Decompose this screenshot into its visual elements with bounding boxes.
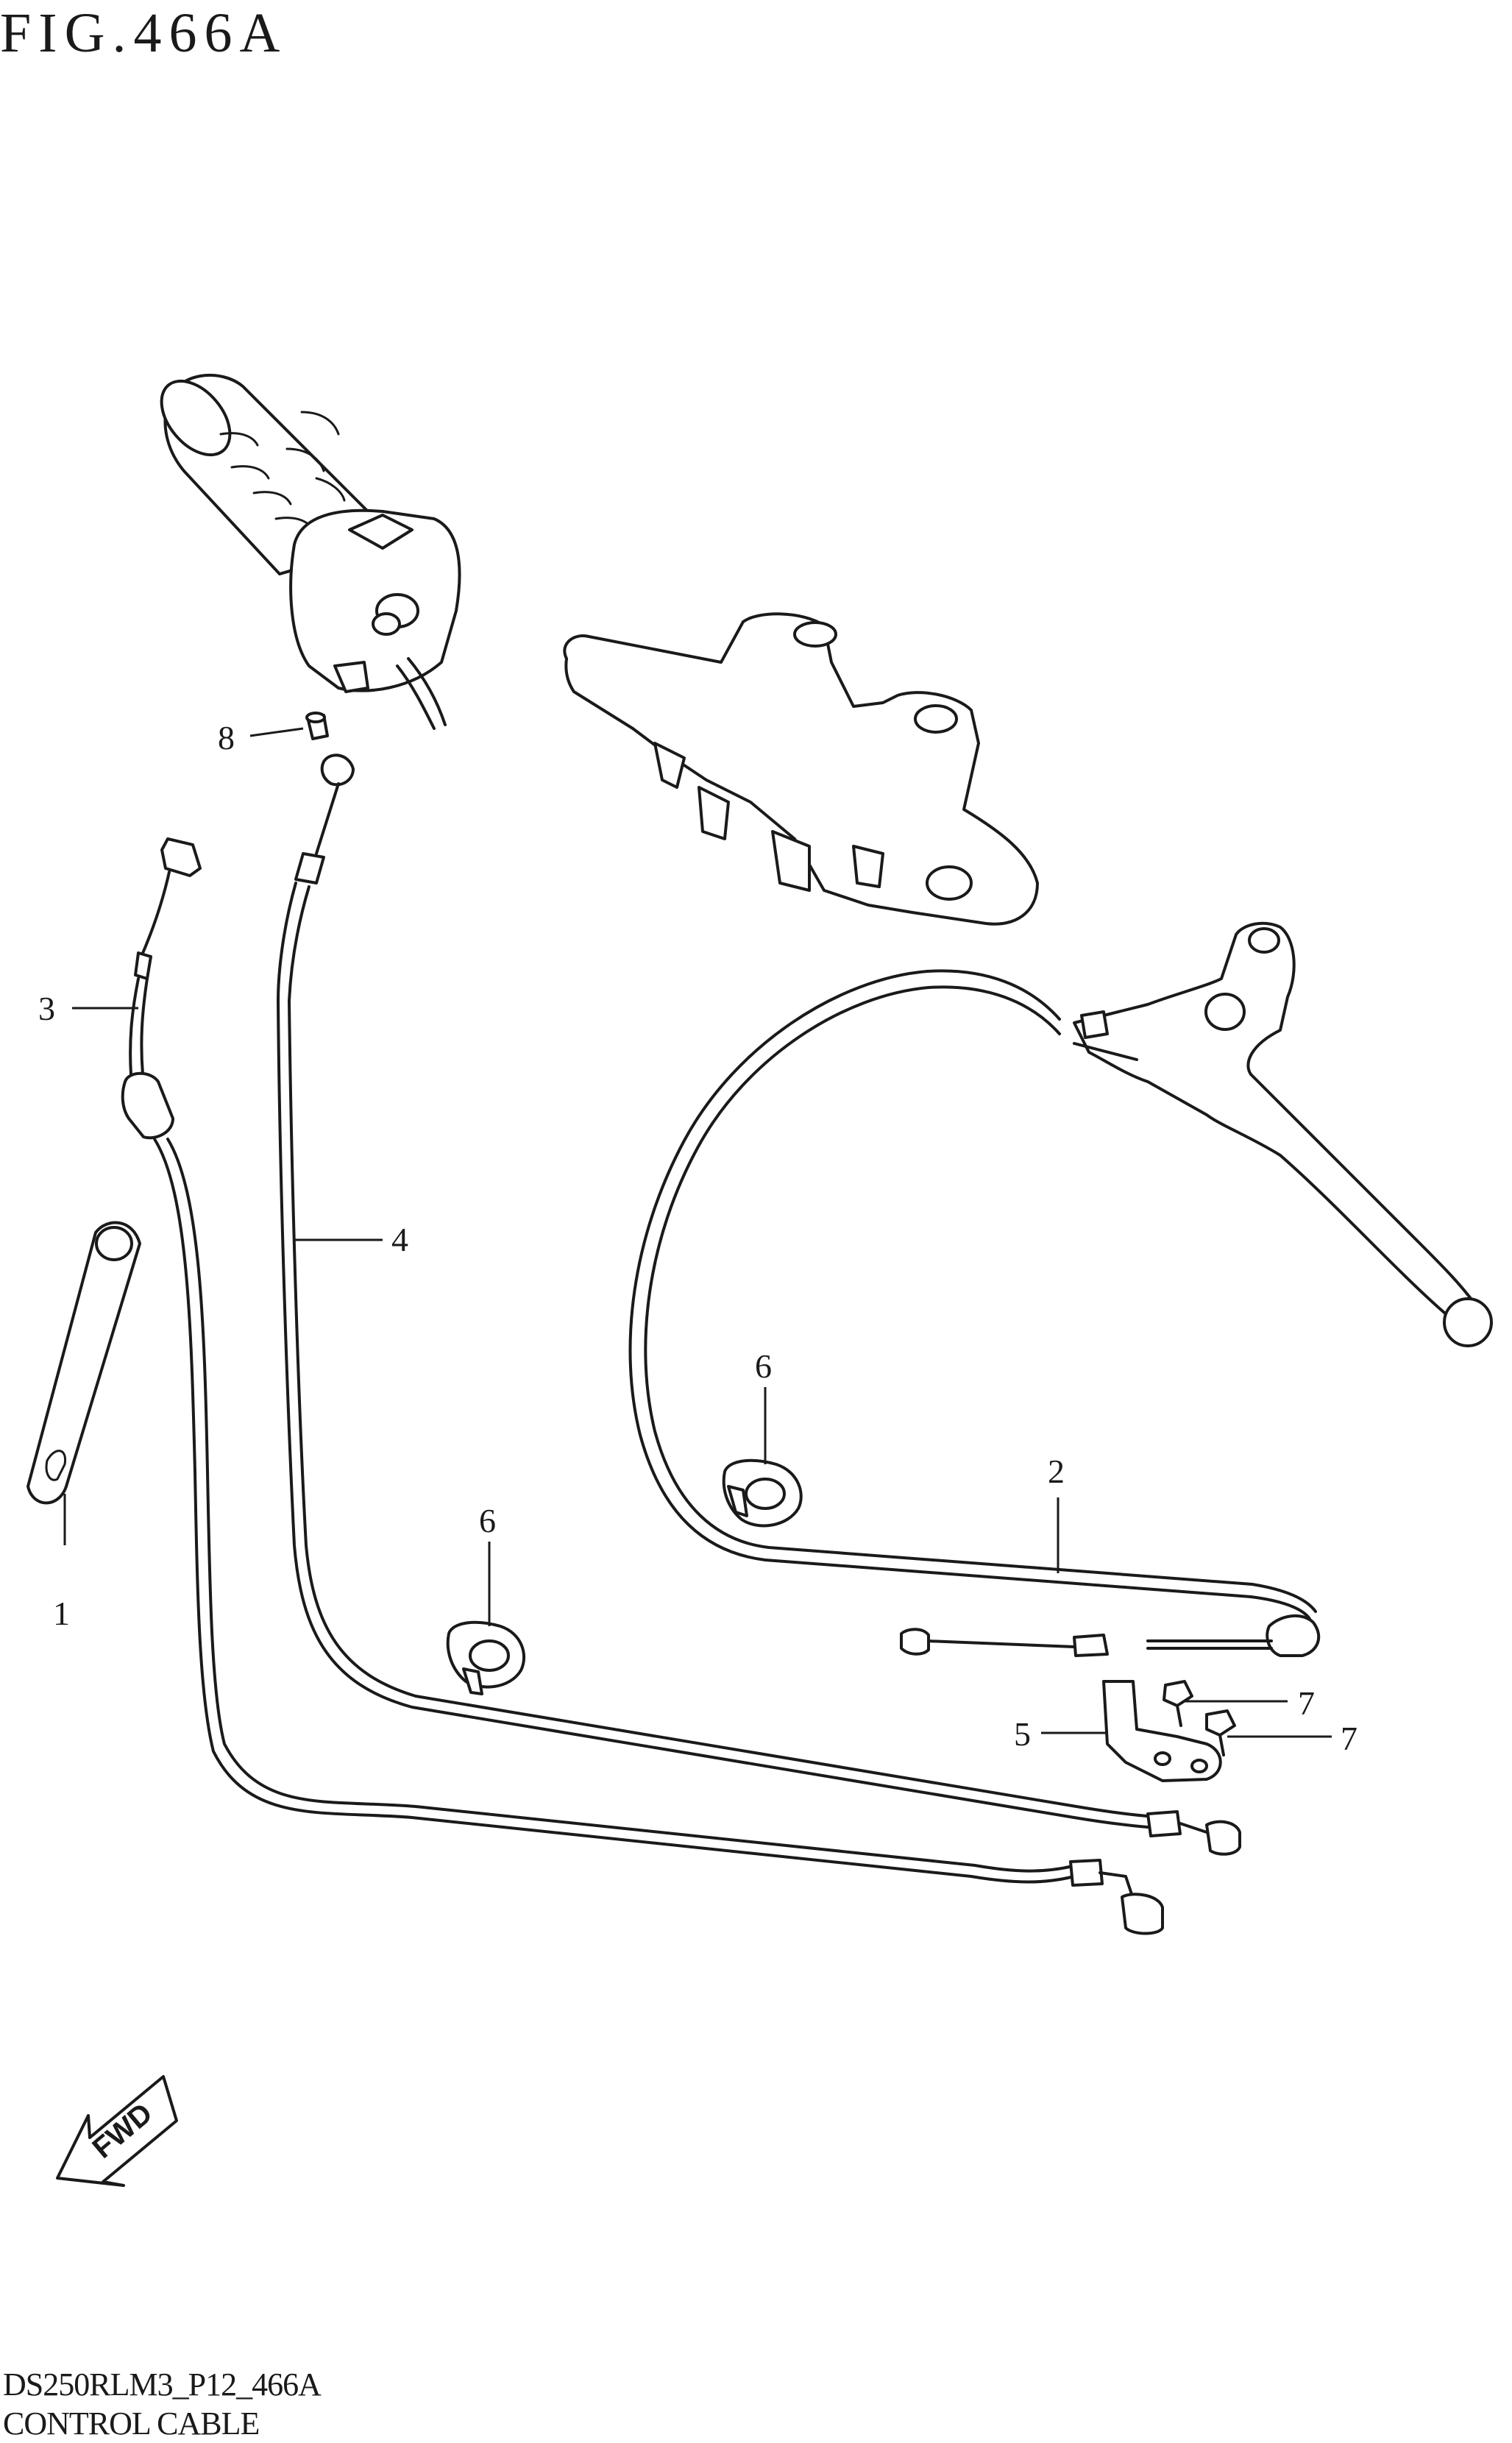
callout-5: 5 bbox=[1014, 1715, 1031, 1753]
clutch-lever-assembly bbox=[1073, 921, 1493, 1347]
part-1-plate bbox=[26, 1221, 141, 1505]
part-6-clamp-lower bbox=[446, 1620, 526, 1695]
figure-title: FIG.466A bbox=[0, 2, 288, 64]
throttle-grip-assembly bbox=[160, 373, 461, 730]
handlebar-bracket bbox=[563, 612, 1039, 926]
part-3-cable bbox=[121, 837, 1164, 1935]
callout-6-lower: 6 bbox=[479, 1502, 496, 1539]
callout-7-upper: 7 bbox=[1298, 1684, 1315, 1722]
callout-3: 3 bbox=[38, 990, 55, 1027]
callout-2: 2 bbox=[1048, 1453, 1065, 1490]
part-2-cable bbox=[628, 969, 1321, 1657]
part-5-bracket bbox=[1102, 1680, 1222, 1782]
callout-4: 4 bbox=[391, 1221, 408, 1258]
part-7-bolt-lower bbox=[1205, 1709, 1236, 1756]
callout-7-lower: 7 bbox=[1341, 1720, 1357, 1757]
part-8-adjuster bbox=[305, 712, 329, 740]
figure-caption: CONTROL CABLE bbox=[3, 2405, 260, 2442]
callout-1: 1 bbox=[53, 1595, 70, 1632]
callout-6-upper: 6 bbox=[755, 1347, 772, 1385]
callout-8: 8 bbox=[218, 719, 235, 756]
part-4-cable bbox=[277, 754, 1241, 1856]
leader-lines bbox=[63, 727, 1332, 1738]
fwd-arrow-icon: FWD bbox=[56, 2075, 178, 2187]
part-6-clamp-upper bbox=[722, 1458, 803, 1528]
figure-code: DS250RLM3_P12_466A bbox=[3, 2366, 322, 2403]
part-7-bolt-upper bbox=[1163, 1680, 1193, 1727]
